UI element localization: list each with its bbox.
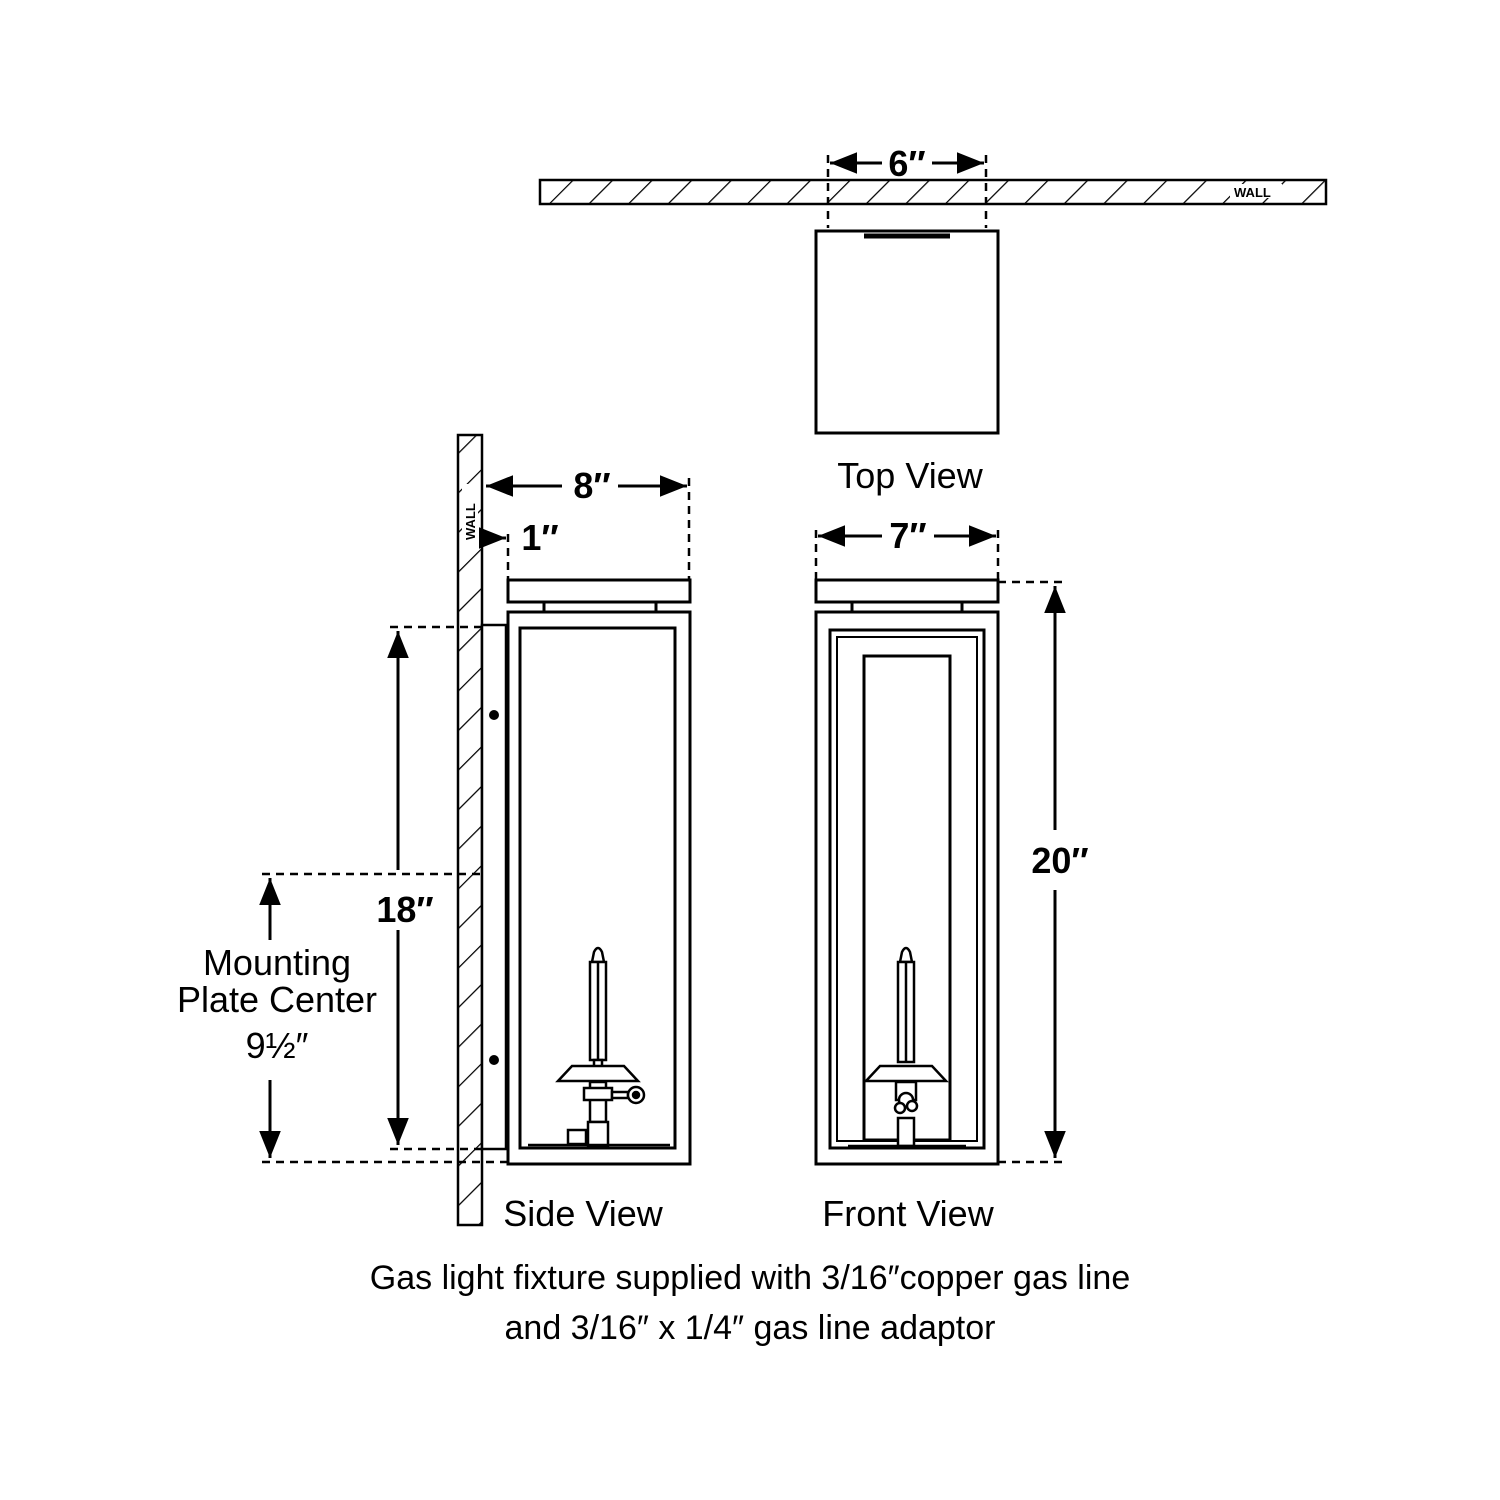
side-view: WALL 8″ 1″ xyxy=(177,433,692,1234)
side-mounting-plate xyxy=(480,623,508,1151)
front-view: 7″ 20″ Front View xyxy=(814,515,1089,1234)
side-top-cap xyxy=(506,578,692,604)
side-wall-label: WALL xyxy=(463,503,478,540)
caption-line-1: Gas light fixture supplied with 3/16″cop… xyxy=(369,1259,1131,1297)
side-depth-label: 8″ xyxy=(573,465,610,506)
mounting-value: 9½″ xyxy=(246,1025,309,1066)
front-width-label: 7″ xyxy=(889,515,926,556)
top-view-title: Top View xyxy=(837,455,983,496)
side-wall xyxy=(456,433,484,1227)
side-view-title: Side View xyxy=(503,1193,663,1234)
front-gas-burner xyxy=(848,946,966,1148)
top-view: WALL 6″ Top View xyxy=(538,143,1328,496)
top-wall xyxy=(538,178,1328,206)
mounting-label-line1: Mounting xyxy=(203,942,351,983)
caption-line-2: and 3/16″ x 1/4″ gas line adaptor xyxy=(504,1309,996,1347)
top-fixture-outline xyxy=(814,229,1000,435)
front-view-title: Front View xyxy=(822,1193,994,1234)
side-offset-label: 1″ xyxy=(521,517,558,558)
side-gas-burner xyxy=(528,946,670,1148)
front-top-cap xyxy=(814,578,1000,604)
front-height-label: 20″ xyxy=(1031,840,1088,881)
side-plate-height-label: 18″ xyxy=(376,889,433,930)
mounting-label-line2: Plate Center xyxy=(177,979,377,1020)
top-wall-label: WALL xyxy=(1234,185,1271,200)
top-width-label: 6″ xyxy=(888,143,925,184)
